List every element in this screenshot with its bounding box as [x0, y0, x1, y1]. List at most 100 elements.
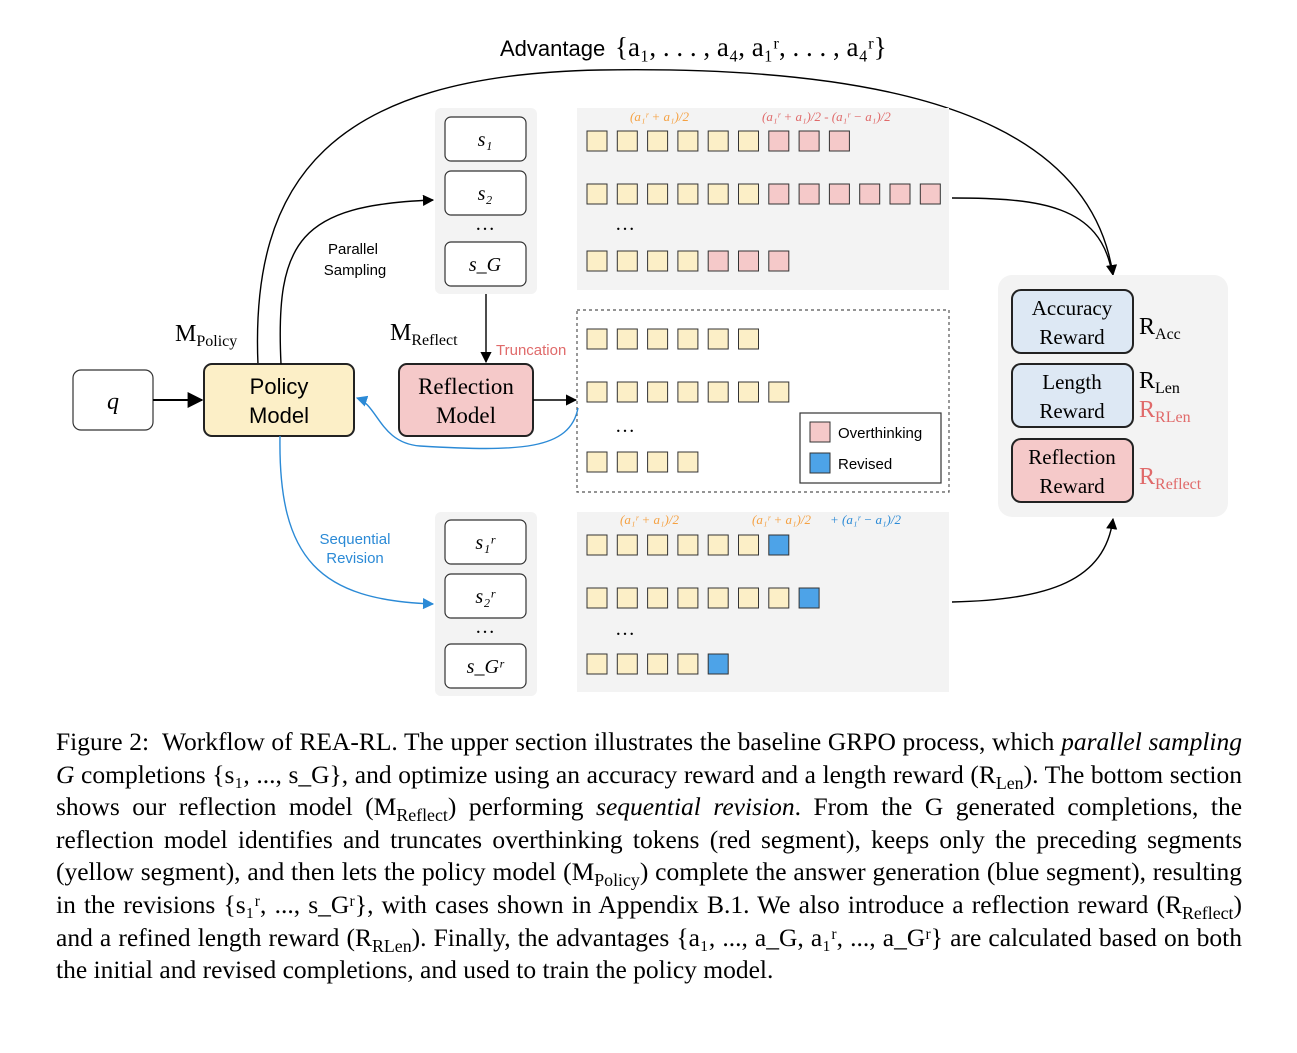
bottom-to-reward-arrow: [951, 517, 1118, 603]
token-square: [768, 381, 790, 403]
sr-box-2: s₂ʳ: [444, 573, 527, 619]
s-ellipsis: …: [475, 213, 495, 235]
svg-text:Reward: Reward: [1039, 474, 1105, 498]
token-square: [828, 183, 850, 205]
token-square: [647, 653, 669, 675]
token-square: [707, 328, 729, 350]
token-square: [798, 130, 820, 152]
legend-revised-swatch: [809, 452, 831, 474]
token-square: [677, 534, 699, 556]
token-square: [647, 534, 669, 556]
truncation-label: Truncation: [496, 342, 566, 359]
token-squares: [586, 130, 941, 675]
token-square: [647, 381, 669, 403]
token-square: [677, 653, 699, 675]
figure-caption: Figure 2: Workflow of REA-RL. The upper …: [56, 727, 1243, 985]
token-square: [738, 250, 759, 272]
token-square: [919, 183, 941, 205]
token-square: [738, 534, 759, 556]
svg-text:RReflect: RReflect: [1139, 464, 1202, 493]
token-square: [707, 653, 729, 675]
policy-model-line2: Model: [249, 403, 309, 428]
parallel-sampling-line2: Sampling: [324, 262, 387, 279]
advantage-set: {a₁, . . . , a₄, a₁ʳ, . . . , a₄ʳ}: [615, 32, 887, 62]
svg-text:Reward: Reward: [1039, 325, 1105, 349]
svg-text:Reflection: Reflection: [1028, 445, 1116, 469]
token-square: [586, 534, 608, 556]
token-panel-bottom: [577, 512, 949, 692]
token-square: [616, 381, 638, 403]
token-square: [616, 183, 638, 205]
top-formula-1: (a₁ʳ + a₁)/2: [630, 109, 689, 124]
revision-return-arrow: [355, 395, 579, 450]
token-square: [677, 328, 699, 350]
q-label: q: [107, 389, 119, 415]
svg-text:RRLen: RRLen: [1139, 397, 1191, 426]
token-square: [889, 183, 911, 205]
token-ellipsis-top: …: [615, 213, 635, 235]
svg-text:Accuracy: Accuracy: [1032, 296, 1113, 320]
token-square: [859, 183, 881, 205]
s-box-2: s₂: [444, 170, 527, 216]
token-square: [798, 183, 820, 205]
bottom-formula-1: (a₁ʳ + a₁)/2: [620, 512, 679, 527]
advantage-arc: [256, 68, 1118, 366]
svg-text:RLen: RLen: [1139, 368, 1180, 397]
legend-overthinking-swatch: [809, 421, 831, 443]
svg-text:RAcc: RAcc: [1139, 314, 1181, 343]
parallel-sampling-arrow: [279, 194, 435, 365]
token-square: [616, 451, 638, 473]
token-square: [647, 130, 669, 152]
policy-model-box: [203, 363, 355, 437]
token-square: [647, 250, 669, 272]
token-square: [798, 587, 820, 609]
reflection-model-line2: Model: [436, 403, 496, 428]
token-ellipsis-mid: …: [615, 415, 635, 437]
token-square: [707, 250, 729, 272]
bottom-formula-2a: (a₁ʳ + a₁)/2: [752, 512, 811, 527]
token-square: [586, 381, 608, 403]
token-square: [707, 183, 729, 205]
m-policy-label: MPolicy: [175, 321, 237, 350]
token-square: [768, 587, 790, 609]
top-to-reward-arrow: [951, 197, 1113, 274]
token-square: [738, 183, 759, 205]
s-box-g: s_G: [444, 241, 527, 287]
token-square: [768, 183, 790, 205]
token-square: [768, 250, 790, 272]
token-square: [677, 587, 699, 609]
token-square: [677, 183, 699, 205]
parallel-sampling-line1: Parallel: [328, 241, 378, 258]
token-square: [768, 130, 790, 152]
sr-box-g: s_Gʳ: [444, 643, 527, 689]
reflection-model-line1: Reflection: [418, 374, 514, 399]
legend-revised-label: Revised: [838, 456, 892, 473]
token-square: [616, 653, 638, 675]
token-square: [738, 130, 759, 152]
token-square: [647, 451, 669, 473]
svg-text:s₁: s₁: [478, 129, 493, 151]
token-square: [677, 130, 699, 152]
svg-text:Length: Length: [1042, 370, 1102, 394]
token-square: [707, 130, 729, 152]
sequential-revision-line2: Revision: [326, 550, 384, 567]
token-square: [586, 451, 608, 473]
workflow-diagram: Advantage {a₁, . . . , a₄, a₁ʳ, . . . , …: [72, 32, 1228, 696]
svg-text:s₂: s₂: [478, 183, 493, 205]
token-square: [768, 534, 790, 556]
token-panel-top: [577, 108, 949, 290]
sr-ellipsis: …: [475, 616, 495, 638]
token-square: [738, 328, 759, 350]
token-square: [586, 130, 608, 152]
svg-text:s_G: s_G: [469, 254, 502, 276]
sequential-revision-line1: Sequential: [320, 531, 391, 548]
bottom-formula-2b: + (a₁ʳ − a₁)/2: [830, 512, 901, 527]
accuracy-reward: Accuracy Reward RAcc: [1011, 289, 1181, 354]
token-square: [647, 183, 669, 205]
sr-box-1: s₁ʳ: [444, 519, 527, 565]
token-square: [738, 587, 759, 609]
m-reflect-label: MReflect: [390, 320, 458, 349]
sequential-revision-arrow: [279, 435, 435, 610]
legend-overthinking-label: Overthinking: [838, 425, 922, 442]
token-square: [647, 587, 669, 609]
